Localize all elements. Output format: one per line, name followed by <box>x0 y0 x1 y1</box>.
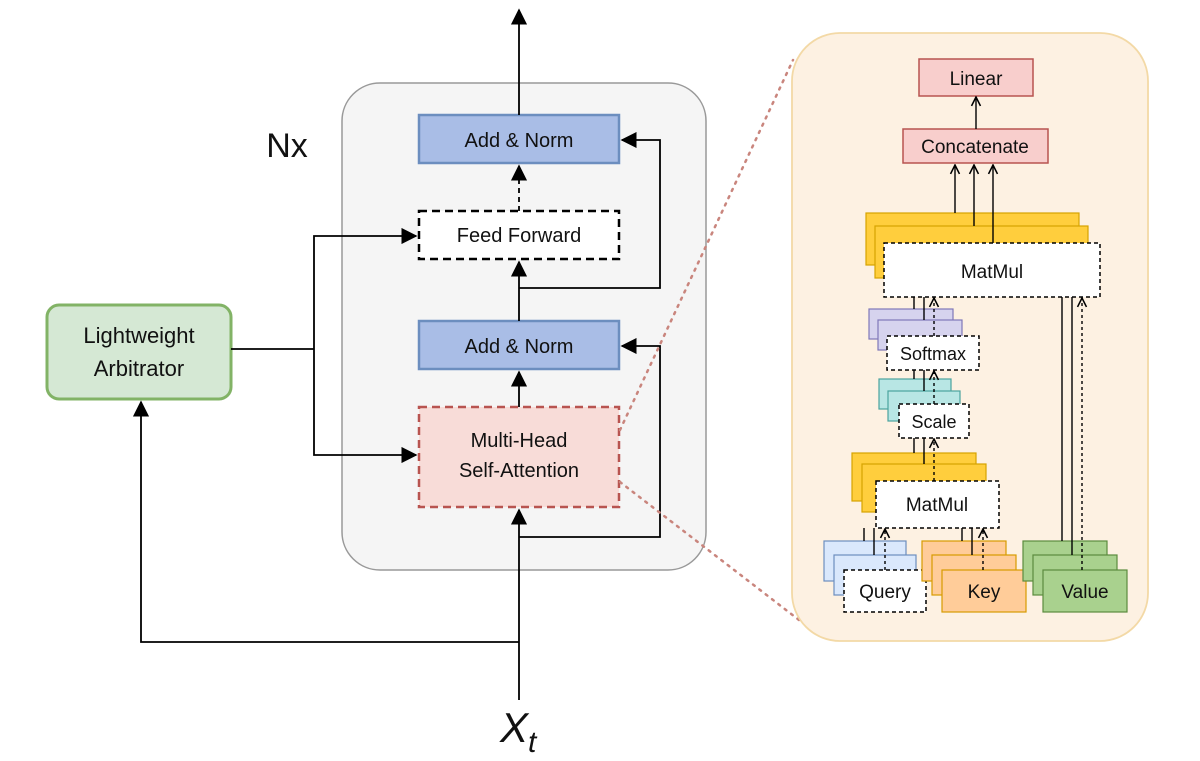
concatenate-box: Concatenate <box>902 128 1049 164</box>
add-norm-top: Add & Norm <box>417 113 621 165</box>
scale-label: Scale <box>911 412 956 432</box>
mhsa-label-line1: Multi-Head <box>471 430 568 452</box>
softmax-label: Softmax <box>900 344 966 364</box>
value-stack: Value <box>1022 540 1128 613</box>
arbitrator-label-line1: Lightweight <box>83 323 194 348</box>
linear-box: Linear <box>918 58 1034 97</box>
feed-forward-label: Feed Forward <box>457 225 582 247</box>
query-stack: Query <box>823 540 927 613</box>
multi-head-self-attention: Multi-Head Self-Attention <box>417 405 621 509</box>
concatenate-label: Concatenate <box>921 137 1029 158</box>
add-norm-bottom: Add & Norm <box>417 319 621 371</box>
matmul-top-label: MatMul <box>961 262 1023 283</box>
input-symbol: Xt <box>499 704 538 759</box>
matmul-top-stack: MatMul <box>865 212 1101 298</box>
repeat-label: Nx <box>266 127 308 165</box>
encoder-connectors <box>132 8 661 700</box>
key-label: Key <box>968 582 1001 603</box>
add-norm-bottom-label: Add & Norm <box>465 336 574 358</box>
linear-label: Linear <box>950 69 1003 90</box>
attention-connectors <box>863 97 1082 570</box>
lightweight-arbitrator: Lightweight Arbitrator <box>45 303 233 401</box>
mhsa-label-line2: Self-Attention <box>459 460 579 482</box>
add-norm-top-label: Add & Norm <box>465 130 574 152</box>
query-label: Query <box>859 582 911 603</box>
zoom-line-bottom <box>618 480 814 632</box>
key-stack: Key <box>921 540 1027 613</box>
matmul-bottom-stack: MatMul <box>851 452 1000 529</box>
feed-forward: Feed Forward <box>417 209 621 261</box>
matmul-bottom-label: MatMul <box>906 495 968 516</box>
softmax-stack: Softmax <box>868 308 980 371</box>
value-label: Value <box>1061 582 1108 603</box>
arbitrator-label-line2: Arbitrator <box>94 356 184 381</box>
scale-stack: Scale <box>878 378 970 439</box>
